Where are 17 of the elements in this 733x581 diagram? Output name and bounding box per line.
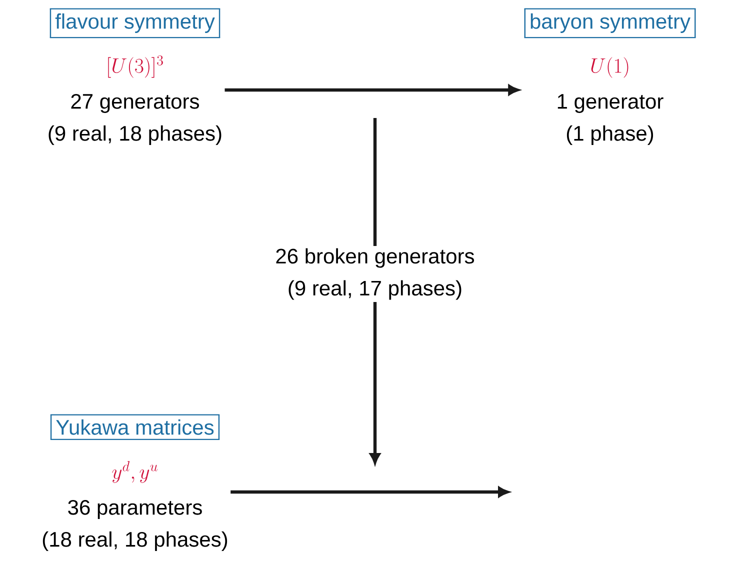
description-text: (9 real, 18 phases) <box>48 125 222 145</box>
description-text: 36 parameters <box>68 500 202 519</box>
description-text: 26 broken generators <box>276 248 474 268</box>
arrow <box>224 84 519 96</box>
description-text: (9 real, 17 phases) <box>288 280 462 300</box>
math-formula: $y^d, y^u$ <box>112 461 158 483</box>
description-text: 1 generator <box>558 94 664 113</box>
math-formula: $[U(3)]^3$ <box>108 56 163 78</box>
heading-box: Yukawa matrices <box>50 414 220 440</box>
description-text: (18 real, 18 phases) <box>42 531 228 551</box>
heading-box: baryon symmetry <box>524 8 696 38</box>
heading-box: flavour symmetry <box>50 8 220 38</box>
description-text: (1 phase) <box>566 125 654 145</box>
arrow <box>230 486 509 498</box>
arrow <box>370 302 380 464</box>
description-text: 27 generators <box>71 94 199 113</box>
math-formula: $U(1)$ <box>591 57 628 78</box>
